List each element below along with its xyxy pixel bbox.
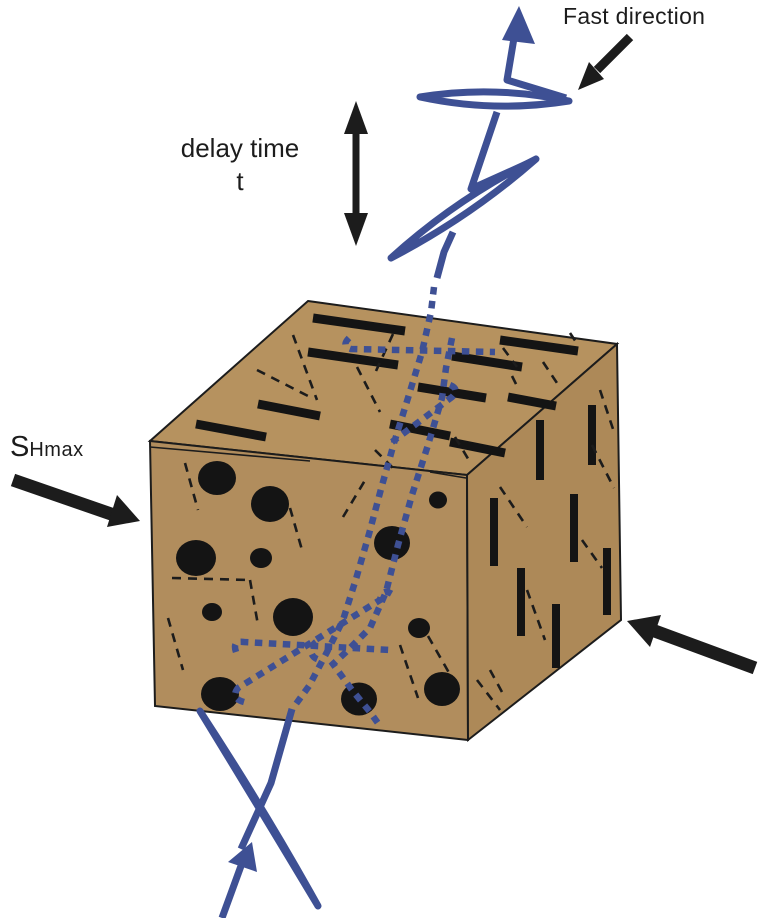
annotation-arrows bbox=[10, 33, 758, 675]
right-stress-arrow bbox=[627, 615, 758, 675]
dotted-transverse-top-hook bbox=[390, 381, 459, 445]
delay-time-label: delay time t bbox=[155, 132, 325, 197]
shmax-stress-arrow bbox=[10, 473, 140, 527]
fast-wave-shaft bbox=[503, 25, 568, 102]
incoming-wave-arrowhead bbox=[228, 842, 257, 872]
fast-direction-pointer-arrow bbox=[578, 33, 634, 90]
incoming-wave-loop bbox=[196, 707, 322, 910]
incoming-wave-upper-segment bbox=[237, 708, 296, 851]
incoming-shear-wave bbox=[196, 707, 322, 918]
delay-time-double-arrow bbox=[344, 101, 368, 246]
delay-time-symbol: t bbox=[236, 165, 244, 196]
fracture-dashed-lines bbox=[166, 332, 617, 711]
dotted-wave-strand-b bbox=[328, 337, 456, 728]
dotted-transverse-top-row bbox=[342, 335, 496, 356]
edge-lip-right bbox=[429, 471, 467, 479]
fast-direction-label: Fast direction bbox=[563, 3, 706, 29]
delay-time-text: delay time bbox=[180, 133, 300, 163]
cube-front-face bbox=[148, 439, 470, 742]
dotted-wave-strand-a bbox=[290, 286, 438, 710]
fast-wave-loop-upper bbox=[416, 88, 573, 110]
split-wave-dotted-paths bbox=[231, 286, 496, 728]
cube-right-face bbox=[465, 341, 623, 743]
dotted-crossing-curl bbox=[307, 639, 321, 664]
fast-wave-loop-lower bbox=[387, 155, 540, 262]
fast-wave-arrowhead bbox=[502, 6, 535, 44]
fast-shear-wave bbox=[387, 6, 573, 279]
edge-lip-left bbox=[149, 446, 311, 462]
shmax-subscript: Hmax bbox=[29, 439, 84, 461]
fast-wave-tail-segment bbox=[433, 230, 457, 279]
shmax-main-letter: S bbox=[10, 431, 30, 463]
right-face-crack-bars bbox=[490, 405, 611, 668]
dotted-transverse-front-diag bbox=[231, 588, 394, 706]
dotted-transverse-front-row bbox=[231, 638, 391, 654]
